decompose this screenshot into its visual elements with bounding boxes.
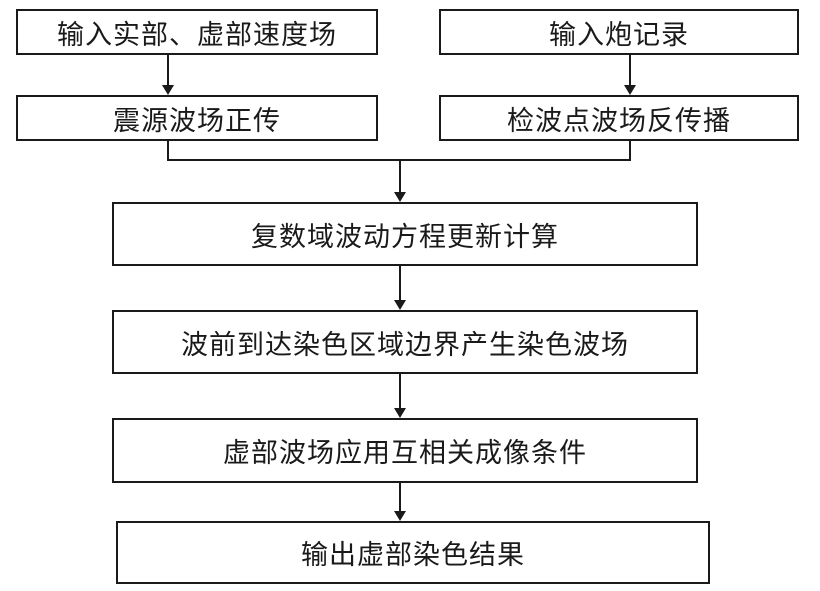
dye-wavefield-box: 波前到达染色区域边界产生染色波场 bbox=[112, 310, 698, 374]
output-result-box: 输出虚部染色结果 bbox=[116, 521, 710, 584]
receiver-backward-box: 检波点波场反传播 bbox=[439, 95, 799, 141]
imaging-condition-box: 虚部波场应用互相关成像条件 bbox=[112, 418, 698, 483]
source-forward-box: 震源波场正传 bbox=[16, 95, 378, 141]
merge-connector bbox=[167, 141, 631, 161]
input-shot-box: 输入炮记录 bbox=[439, 9, 799, 55]
complex-update-box: 复数域波动方程更新计算 bbox=[112, 202, 698, 266]
input-velocity-box: 输入实部、虚部速度场 bbox=[16, 9, 378, 55]
